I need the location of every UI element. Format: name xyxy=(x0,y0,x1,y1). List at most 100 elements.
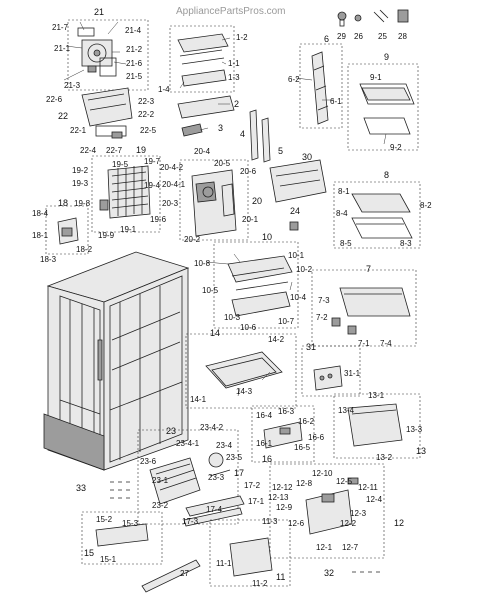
label-15-2: 15-2 xyxy=(96,515,113,524)
label-2: 2 xyxy=(234,99,239,109)
label-23-5: 23-5 xyxy=(226,453,243,462)
label-8: 8 xyxy=(384,170,389,180)
label-23-4-2: 23-4-2 xyxy=(200,423,224,432)
label-8-1: 8-1 xyxy=(338,187,350,196)
part-31-module xyxy=(301,345,361,397)
part-group-11 xyxy=(209,519,291,587)
part-33-screws xyxy=(110,481,130,499)
label-13-3: 13-3 xyxy=(406,425,423,434)
label-17-2: 17-2 xyxy=(244,481,261,490)
label-19-7: 19-7 xyxy=(144,157,161,166)
label-20-3: 20-3 xyxy=(162,199,179,208)
label-22-3: 22-3 xyxy=(138,97,155,106)
label-22-4: 22-4 xyxy=(80,146,97,155)
label-7-4: 7-4 xyxy=(380,339,392,348)
label-20-1: 20-1 xyxy=(242,215,259,224)
label-23-4: 23-4 xyxy=(216,441,233,450)
part-group-18 xyxy=(45,205,89,255)
label-6-2: 6-2 xyxy=(288,75,300,84)
part-group-7 xyxy=(311,269,417,347)
label-1-2: 1-2 xyxy=(236,33,248,42)
part-30-ice-bucket xyxy=(269,159,327,203)
label-16-3: 16-3 xyxy=(278,407,295,416)
label-23-3: 23-3 xyxy=(208,473,225,482)
label-6-1: 6-1 xyxy=(330,97,342,106)
part-group-20 xyxy=(179,159,249,241)
label-33: 33 xyxy=(76,483,86,493)
label-19: 19 xyxy=(136,145,146,155)
part-group-1 xyxy=(169,25,235,93)
label-10-4: 10-4 xyxy=(290,293,307,302)
label-5: 5 xyxy=(278,146,283,156)
label-15: 15 xyxy=(84,548,94,558)
part-group-17 xyxy=(183,495,245,527)
callout-labels: 21 21-7 21-4 21-1 21-2 21-6 21-5 21-3 22… xyxy=(32,7,432,588)
label-12-3: 12-3 xyxy=(350,509,367,518)
label-16: 16 xyxy=(262,454,272,464)
part-hardware-top-right xyxy=(337,9,409,27)
label-10-3: 10-3 xyxy=(224,313,241,322)
label-19-2: 19-2 xyxy=(72,166,89,175)
label-8-4: 8-4 xyxy=(336,209,348,218)
label-14: 14 xyxy=(210,328,220,338)
label-15-3: 15-3 xyxy=(122,519,139,528)
label-25: 25 xyxy=(378,32,387,41)
label-8-5: 8-5 xyxy=(340,239,352,248)
label-16-1: 16-1 xyxy=(256,439,273,448)
label-8-3: 8-3 xyxy=(400,239,412,248)
leader-lines xyxy=(63,21,387,397)
label-4: 4 xyxy=(240,129,245,139)
label-18-3: 18-3 xyxy=(40,255,57,264)
refrigerator-cabinet xyxy=(43,251,190,471)
label-22-5: 22-5 xyxy=(140,126,157,135)
label-17: 17 xyxy=(234,468,244,478)
part-group-16 xyxy=(251,405,315,463)
part-group-19 xyxy=(91,155,161,233)
label-19-6: 19-6 xyxy=(150,215,167,224)
label-11-1: 11-1 xyxy=(216,559,232,568)
label-24: 24 xyxy=(290,206,300,216)
label-31: 31 xyxy=(306,342,316,352)
part-2-tray xyxy=(177,95,235,119)
label-22: 22 xyxy=(58,111,68,121)
watermark-text: AppliancePartsPros.com xyxy=(176,6,286,17)
label-32: 32 xyxy=(324,568,334,578)
label-12-7: 12-7 xyxy=(342,543,359,552)
label-21-6: 21-6 xyxy=(126,59,143,68)
part-24-clip xyxy=(289,221,299,231)
label-16-2: 16-2 xyxy=(298,417,315,426)
label-22-1: 22-1 xyxy=(70,126,87,135)
label-28: 28 xyxy=(398,32,407,41)
label-21-7: 21-7 xyxy=(52,23,69,32)
part-group-14 xyxy=(185,333,297,409)
label-17-4: 17-4 xyxy=(206,505,223,514)
label-10-6: 10-6 xyxy=(240,323,257,332)
label-14-1: 14-1 xyxy=(190,395,207,404)
label-9-2: 9-2 xyxy=(390,143,402,152)
label-10-8: 10-8 xyxy=(194,259,211,268)
label-11: 11 xyxy=(276,572,285,582)
label-19-9: 19-9 xyxy=(98,231,115,240)
label-23: 23 xyxy=(166,426,176,436)
label-21-1: 21-1 xyxy=(54,44,71,53)
label-12-4: 12-4 xyxy=(366,495,383,504)
label-10-7: 10-7 xyxy=(278,317,295,326)
label-22-2: 22-2 xyxy=(138,110,155,119)
label-7-2: 7-2 xyxy=(316,313,328,322)
label-11-2: 11-2 xyxy=(252,579,268,588)
label-23-2: 23-2 xyxy=(152,501,169,510)
label-13-1: 13-1 xyxy=(368,391,385,400)
part-group-22 xyxy=(81,87,133,139)
label-22-6: 22-6 xyxy=(46,95,63,104)
label-11-3: 11-3 xyxy=(262,517,278,526)
label-23-4-1: 23-4-1 xyxy=(176,439,200,448)
label-18-2: 18-2 xyxy=(76,245,93,254)
label-1-1: 1-1 xyxy=(228,59,240,68)
label-12-2: 12-2 xyxy=(340,519,357,528)
part-group-10 xyxy=(213,241,299,329)
label-27: 27 xyxy=(180,569,189,578)
label-20-2: 20-2 xyxy=(184,235,201,244)
label-12-12: 12-12 xyxy=(272,483,293,492)
label-30: 30 xyxy=(302,152,312,162)
label-13: 13 xyxy=(416,446,426,456)
